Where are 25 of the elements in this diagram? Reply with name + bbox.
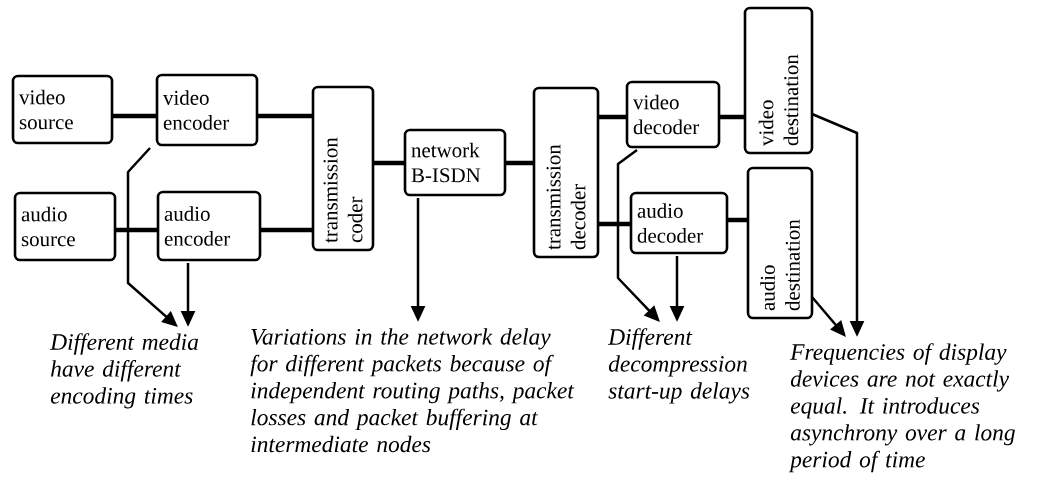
annotation-text: Variations in the network delay for different packets because of independent routing paths, packet losses and packet buffering at intermediate nodes bbox=[250, 328, 575, 453]
process-box: audio source bbox=[13, 191, 117, 262]
annotation-text: Different decompression start-up delays bbox=[607, 328, 750, 404]
process-box: video source bbox=[11, 74, 114, 145]
connector-line bbox=[257, 113, 313, 119]
connector-line bbox=[115, 227, 158, 233]
annotation-text: Different media have different encoding times bbox=[49, 333, 198, 409]
process-box: audio encoder bbox=[156, 190, 262, 262]
process-box: audio destination bbox=[746, 166, 814, 320]
connector-line bbox=[112, 113, 157, 119]
connector-line bbox=[598, 221, 631, 227]
process-box: transmission decoder bbox=[532, 86, 600, 259]
connector-line bbox=[260, 227, 313, 233]
process-box: audio decoder bbox=[629, 191, 729, 255]
connector-line bbox=[719, 114, 745, 120]
annotation-text: Frequencies of display devices are not exactly equal. It introduces asynchrony over a long period of time bbox=[788, 343, 1015, 473]
connector-line bbox=[727, 217, 748, 223]
process-box: video destination bbox=[743, 6, 814, 155]
connector-line bbox=[505, 160, 534, 166]
process-box: video encoder bbox=[155, 73, 259, 147]
connector-line bbox=[373, 160, 405, 166]
process-box: transmission coder bbox=[311, 85, 375, 252]
process-box: network B-ISDN bbox=[403, 128, 507, 197]
process-box: video decoder bbox=[625, 80, 721, 149]
connector-line bbox=[598, 114, 627, 120]
